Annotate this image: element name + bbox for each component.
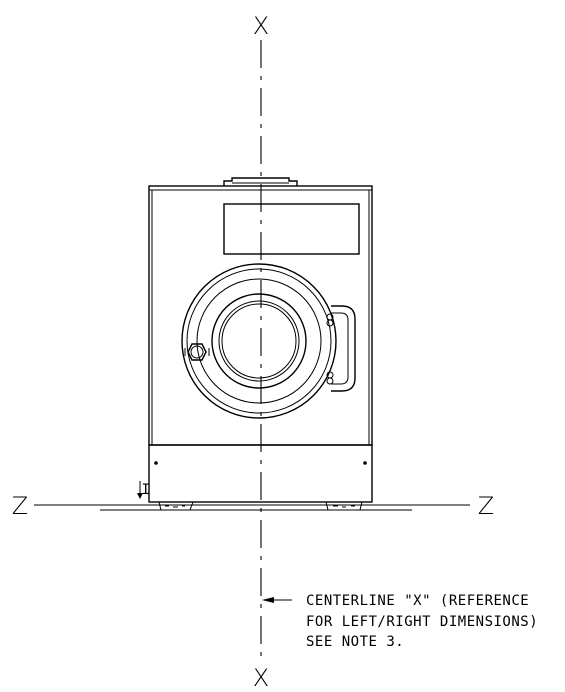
note-line-2: FOR LEFT/RIGHT DIMENSIONS) bbox=[306, 614, 538, 630]
foot-right bbox=[325, 501, 363, 511]
door-ring-2 bbox=[186, 268, 332, 414]
door-lock-knob bbox=[184, 343, 210, 361]
axis-label-x-bottom: X bbox=[253, 664, 269, 692]
note-line-1: CENTERLINE "X" (REFERENCE bbox=[306, 593, 529, 609]
door-outer-ring bbox=[181, 263, 337, 419]
axis-label-z-left: Z bbox=[12, 492, 28, 520]
door-glass-center bbox=[221, 303, 297, 379]
axis-label-x-top: X bbox=[253, 12, 269, 40]
door-ring-3 bbox=[196, 278, 322, 404]
door-assembly bbox=[181, 263, 337, 419]
reference-marker-label: I bbox=[142, 482, 151, 498]
door-glass-inner bbox=[218, 300, 300, 382]
note-line-3: SEE NOTE 3. bbox=[306, 634, 404, 650]
centerline-note: CENTERLINE "X" (REFERENCE FOR LEFT/RIGHT… bbox=[306, 593, 538, 650]
axis-label-z-right: Z bbox=[478, 492, 494, 520]
cabinet-body bbox=[148, 185, 373, 446]
base-panel bbox=[148, 444, 373, 503]
top-vent bbox=[223, 177, 298, 186]
foot-left bbox=[158, 501, 194, 511]
control-panel bbox=[223, 203, 360, 255]
door-glass-outer bbox=[211, 293, 307, 389]
base-screw-left bbox=[154, 461, 158, 465]
reference-marker: I bbox=[137, 481, 150, 499]
door-handle bbox=[326, 305, 356, 392]
note-leader bbox=[262, 597, 292, 603]
base-screw-right bbox=[363, 461, 367, 465]
